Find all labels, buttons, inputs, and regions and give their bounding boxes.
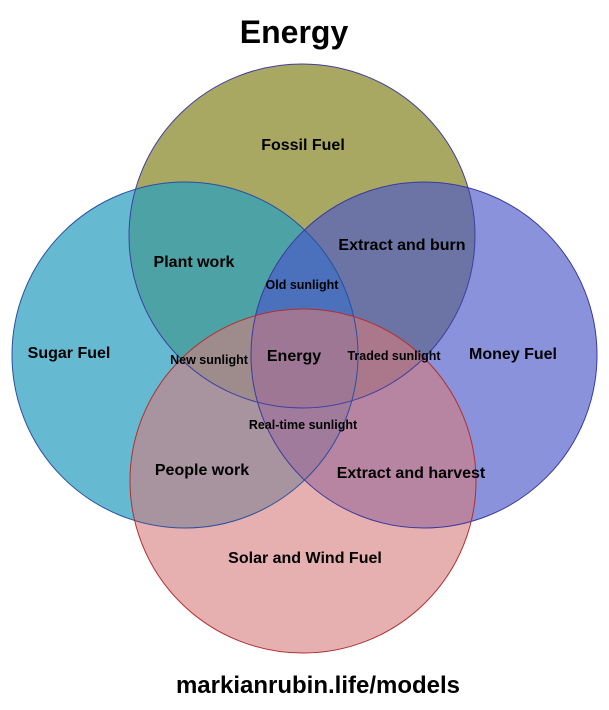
solar-wind-fuel-outline: [129, 308, 477, 654]
sugar-fuel-label: Sugar Fuel: [28, 345, 111, 362]
footer-url: markianrubin.life/models: [176, 672, 460, 699]
extract-harvest-label: Extract and harvest: [337, 465, 486, 482]
fossil-fuel-label: Fossil Fuel: [261, 137, 345, 154]
plant-work-label: Plant work: [154, 254, 235, 271]
old-sunlight-label: Old sunlight: [266, 278, 340, 292]
money-fuel-label: Money Fuel: [469, 346, 557, 363]
people-work-label: People work: [155, 462, 249, 479]
solar-wind-fuel-label: Solar and Wind Fuel: [228, 550, 382, 567]
extract-burn-label: Extract and burn: [338, 237, 465, 254]
traded-sunlight-label: Traded sunlight: [347, 349, 441, 363]
center-energy-label: Energy: [267, 348, 321, 365]
realtime-sunlight-label: Real-time sunlight: [249, 418, 358, 432]
fossil-fuel-outline: [128, 63, 476, 409]
diagram-title: Energy: [240, 14, 349, 50]
money-fuel-outline: [250, 181, 598, 529]
sugar-fuel-outline: [11, 181, 359, 529]
new-sunlight-label: New sunlight: [170, 353, 249, 367]
